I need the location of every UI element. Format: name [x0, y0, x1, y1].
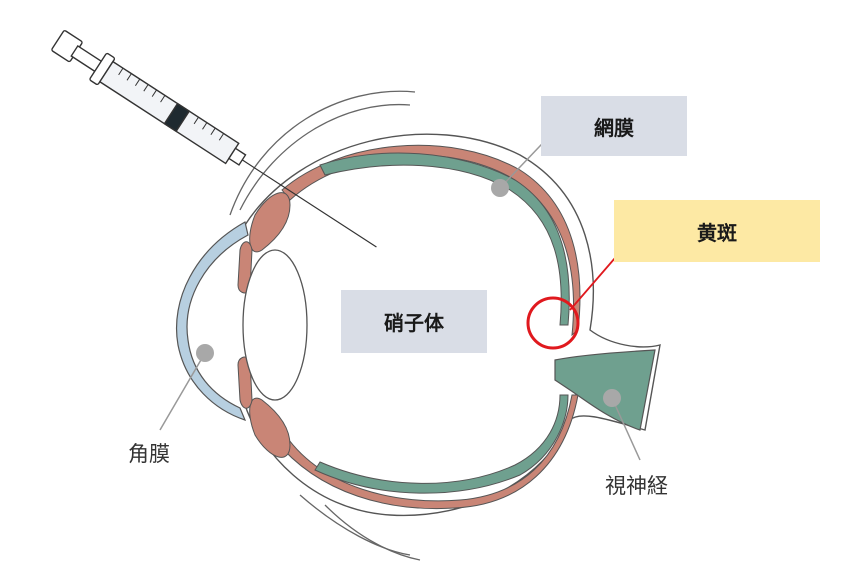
cornea-label: 角膜	[128, 438, 170, 468]
lens	[243, 250, 307, 400]
cornea-pointer-line	[160, 353, 205, 430]
retina-label-text: 網膜	[594, 112, 634, 141]
cornea	[177, 222, 248, 420]
retina-pointer-dot	[491, 179, 509, 197]
optic-nerve-pointer-dot	[603, 389, 621, 407]
vitreous-label: 硝子体	[341, 290, 487, 353]
optic-nerve-label: 視神経	[605, 470, 668, 500]
retina-label: 網膜	[541, 96, 687, 156]
cornea-pointer-dot	[196, 344, 214, 362]
ciliary-body-lower	[250, 398, 290, 457]
ciliary-body-upper	[250, 193, 290, 252]
macula-label-text: 黄斑	[697, 217, 737, 246]
macula-label: 黄斑	[614, 200, 820, 262]
syringe-icon	[49, 27, 385, 261]
macula-highlight-circle	[528, 298, 578, 348]
vitreous-label-text: 硝子体	[384, 307, 444, 336]
